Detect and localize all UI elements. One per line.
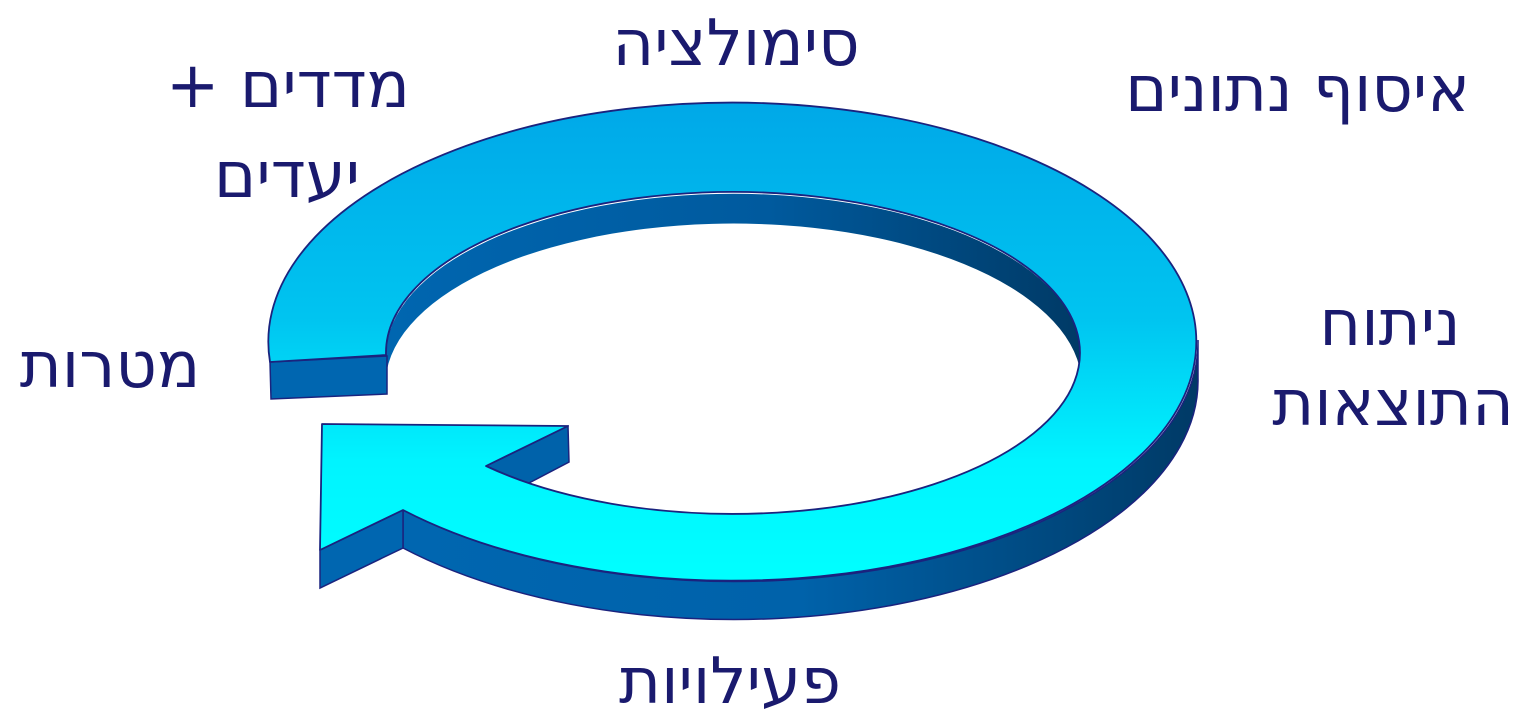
arrow-tail-face (270, 356, 387, 399)
label-simulation: סימולציה (606, 4, 866, 84)
label-analysis-line2: התוצאות (1262, 364, 1524, 444)
label-goals: מטרות (10, 326, 210, 406)
label-data-collection: איסוף נתונים (1090, 50, 1470, 130)
label-analysis-line1: ניתוח (1290, 284, 1490, 364)
label-metrics-line2: יעדים (150, 136, 360, 216)
label-metrics-line1: מדדים + (150, 46, 410, 126)
arrow-top-face (268, 103, 1196, 581)
label-activities: פעילויות (600, 642, 860, 722)
